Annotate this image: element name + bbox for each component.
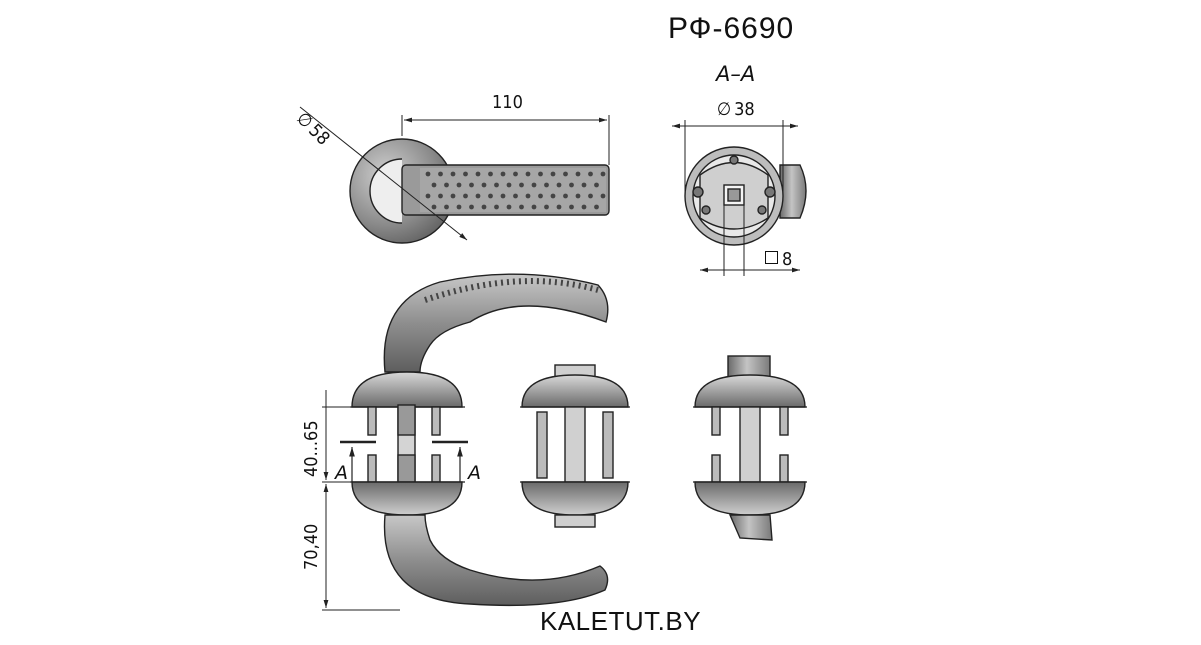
dim-line-58 xyxy=(299,106,468,241)
lever-dot xyxy=(575,193,581,199)
section-label: A–A xyxy=(716,62,756,86)
lever-dot xyxy=(519,182,524,188)
lever-dot xyxy=(550,193,556,199)
lever-dot xyxy=(531,204,537,210)
lever-dot xyxy=(544,204,549,210)
upper-rosette xyxy=(351,371,463,408)
lever-dot xyxy=(506,204,512,210)
lever-dot xyxy=(488,171,493,177)
lever-dot xyxy=(531,182,537,188)
assembly-view-middle xyxy=(520,364,630,528)
lever-dot xyxy=(463,171,468,177)
dim-length: 110 xyxy=(492,92,523,113)
lever-dot xyxy=(588,193,593,199)
upper-lever xyxy=(383,273,609,373)
lever-dot xyxy=(563,193,568,199)
lever-dot xyxy=(481,204,487,210)
lever-dot xyxy=(513,171,518,177)
brand-watermark: KALETUT.BY xyxy=(540,606,702,636)
lever-dot xyxy=(563,171,568,177)
lever-dot xyxy=(444,204,449,210)
model-number: РФ-6690 xyxy=(668,12,795,45)
lower-lever xyxy=(383,514,609,607)
lever-dot xyxy=(425,193,431,199)
lever-dot xyxy=(463,193,468,199)
front-view xyxy=(322,273,609,611)
dim-section-diameter: ∅38 xyxy=(717,99,755,120)
lever-dot xyxy=(456,204,462,210)
lever-dot xyxy=(444,182,449,188)
dim-door-thickness: 40...65 xyxy=(301,420,322,477)
lever-dot xyxy=(456,182,462,188)
lever-dot xyxy=(488,193,493,199)
lever-dot xyxy=(581,204,587,210)
top-view xyxy=(299,106,610,244)
square-symbol-icon xyxy=(765,251,778,264)
section-view xyxy=(672,120,807,276)
lever-dot xyxy=(450,171,456,177)
lever-dot xyxy=(481,182,487,188)
lever-dot xyxy=(569,182,574,188)
lever-dot xyxy=(494,182,499,188)
lever-dot xyxy=(469,204,474,210)
lever-dot xyxy=(506,182,512,188)
dim-spindle-square: 8 xyxy=(765,249,792,270)
lever-dot xyxy=(550,171,556,177)
lever-dot xyxy=(431,204,437,210)
diameter-symbol: ∅ xyxy=(717,99,732,120)
lever-dot xyxy=(500,171,506,177)
rosette-inner xyxy=(369,158,403,224)
lever-dot xyxy=(450,193,456,199)
lever-dot xyxy=(581,182,587,188)
assembly-view-right xyxy=(693,355,807,541)
dim-handle-height: 70,40 xyxy=(301,523,322,570)
lever-dot xyxy=(538,171,543,177)
lever-dot xyxy=(469,182,474,188)
lever-dot xyxy=(600,171,606,177)
lever-dot xyxy=(475,171,481,177)
lever-dot xyxy=(556,182,562,188)
lever-dot xyxy=(431,182,437,188)
lever-dot xyxy=(525,171,531,177)
lever-dot xyxy=(538,193,543,199)
lever-dot xyxy=(519,204,524,210)
lever-dot xyxy=(588,171,593,177)
lever-dots xyxy=(425,171,606,210)
section-mark-left: A xyxy=(335,462,348,484)
section-mark-right: A xyxy=(468,462,481,484)
lever-dot xyxy=(544,182,549,188)
lever-dot xyxy=(594,204,599,210)
lever-dot xyxy=(594,182,599,188)
lever-dot xyxy=(494,204,499,210)
lever-dot xyxy=(438,193,443,199)
lever-dot xyxy=(575,171,581,177)
lever-dot xyxy=(500,193,506,199)
lever-dot xyxy=(513,193,518,199)
lever-dot xyxy=(475,193,481,199)
lever-dot xyxy=(438,171,443,177)
lever-dot xyxy=(556,204,562,210)
lever-dot xyxy=(425,171,431,177)
lever-dot xyxy=(569,204,574,210)
lower-rosette xyxy=(351,481,463,516)
lever-dot xyxy=(600,193,606,199)
lever-dot xyxy=(525,193,531,199)
